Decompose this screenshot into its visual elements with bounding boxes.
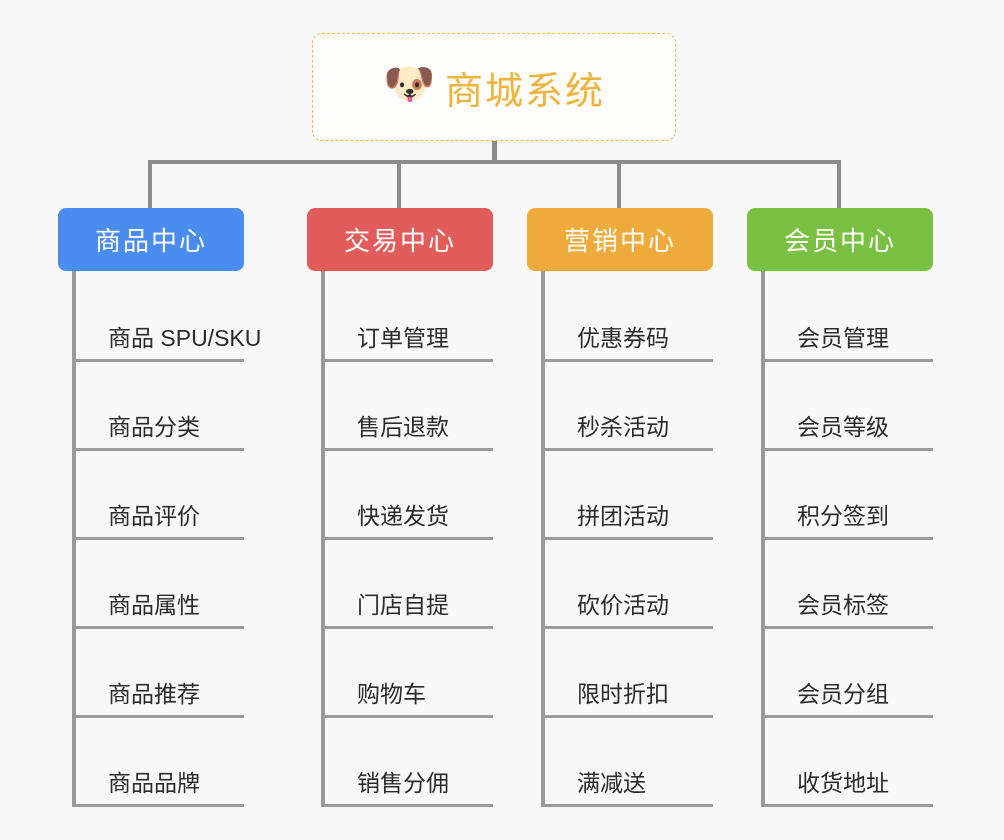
connector-drop-product-center [148, 160, 152, 208]
leaf-item[interactable]: 门店自提 [325, 540, 493, 629]
leaf-item-label: 秒杀活动 [577, 413, 669, 440]
column-trade-center: 交易中心订单管理售后退款快递发货门店自提购物车销售分佣 [307, 208, 493, 807]
leaf-item-label: 商品推荐 [108, 680, 200, 707]
leaf-item-label: 限时折扣 [577, 680, 669, 707]
leaf-item-label: 商品品牌 [108, 769, 200, 796]
connector-drop-member-center [837, 160, 841, 208]
leaf-list-trade-center: 订单管理售后退款快递发货门店自提购物车销售分佣 [321, 271, 493, 807]
category-title: 商品中心 [94, 226, 207, 256]
leaf-item-label: 门店自提 [357, 591, 449, 618]
leaf-item[interactable]: 售后退款 [325, 362, 493, 451]
leaf-item[interactable]: 会员分组 [765, 629, 933, 718]
dog-face-icon: 🐶 [382, 60, 436, 107]
leaf-item[interactable]: 会员标签 [765, 540, 933, 629]
leaf-item[interactable]: 商品分类 [76, 362, 244, 451]
leaf-list-marketing-center: 优惠券码秒杀活动拼团活动砍价活动限时折扣满减送 [541, 271, 713, 807]
root-node[interactable]: 🐶 商城系统 [312, 33, 676, 141]
leaf-item[interactable]: 拼团活动 [545, 451, 713, 540]
leaf-item-label: 订单管理 [357, 324, 449, 351]
leaf-list-member-center: 会员管理会员等级积分签到会员标签会员分组收货地址 [761, 271, 933, 807]
leaf-item-label: 会员分组 [797, 680, 889, 707]
connector-drop-marketing-center [617, 160, 621, 208]
leaf-item[interactable]: 秒杀活动 [545, 362, 713, 451]
leaf-item-label: 满减送 [577, 769, 646, 796]
leaf-item[interactable]: 砍价活动 [545, 540, 713, 629]
root-title: 商城系统 [444, 70, 605, 113]
leaf-item-label: 快递发货 [357, 502, 449, 529]
leaf-item[interactable]: 订单管理 [325, 273, 493, 362]
category-title: 营销中心 [563, 226, 676, 256]
leaf-item-label: 会员等级 [797, 413, 889, 440]
leaf-item[interactable]: 商品评价 [76, 451, 244, 540]
leaf-item-label: 售后退款 [357, 413, 449, 440]
leaf-item[interactable]: 会员等级 [765, 362, 933, 451]
leaf-item-label: 拼团活动 [577, 502, 669, 529]
leaf-item-label: 商品属性 [108, 591, 200, 618]
leaf-item[interactable]: 收货地址 [765, 718, 933, 807]
leaf-item-label: 购物车 [357, 680, 426, 707]
leaf-item[interactable]: 销售分佣 [325, 718, 493, 807]
connector-drop-trade-center [397, 160, 401, 208]
leaf-item-label: 会员标签 [797, 591, 889, 618]
category-header-product-center[interactable]: 商品中心 [58, 208, 244, 271]
leaf-item[interactable]: 商品属性 [76, 540, 244, 629]
leaf-item-label: 会员管理 [797, 324, 889, 351]
category-header-trade-center[interactable]: 交易中心 [307, 208, 493, 271]
leaf-item[interactable]: 购物车 [325, 629, 493, 718]
leaf-item-label: 优惠券码 [577, 324, 669, 351]
leaf-item-label: 砍价活动 [577, 591, 669, 618]
leaf-item[interactable]: 优惠券码 [545, 273, 713, 362]
leaf-item[interactable]: 积分签到 [765, 451, 933, 540]
column-member-center: 会员中心会员管理会员等级积分签到会员标签会员分组收货地址 [747, 208, 933, 807]
leaf-item-label: 积分签到 [797, 502, 889, 529]
leaf-item[interactable]: 商品 SPU/SKU [76, 273, 261, 362]
leaf-list-product-center: 商品 SPU/SKU 商品分类商品评价商品属性商品推荐商品品牌 [72, 271, 261, 807]
leaf-item-label: 销售分佣 [357, 769, 449, 796]
leaf-item[interactable]: 会员管理 [765, 273, 933, 362]
leaf-item-label: 收货地址 [797, 769, 889, 796]
category-header-member-center[interactable]: 会员中心 [747, 208, 933, 271]
leaf-item-label: 商品评价 [108, 502, 200, 529]
leaf-item-label: 商品 SPU/SKU [108, 324, 262, 351]
leaf-item[interactable]: 商品推荐 [76, 629, 244, 718]
column-marketing-center: 营销中心优惠券码秒杀活动拼团活动砍价活动限时折扣满减送 [527, 208, 713, 807]
leaf-item[interactable]: 满减送 [545, 718, 713, 807]
connector-stem [492, 141, 497, 163]
column-product-center: 商品中心商品 SPU/SKU 商品分类商品评价商品属性商品推荐商品品牌 [58, 208, 261, 807]
category-title: 交易中心 [343, 226, 456, 256]
category-header-marketing-center[interactable]: 营销中心 [527, 208, 713, 271]
leaf-item[interactable]: 限时折扣 [545, 629, 713, 718]
leaf-item[interactable]: 商品品牌 [76, 718, 244, 807]
connector-bus [150, 160, 839, 164]
category-title: 会员中心 [783, 226, 896, 256]
leaf-item[interactable]: 快递发货 [325, 451, 493, 540]
leaf-item-label: 商品分类 [108, 413, 200, 440]
